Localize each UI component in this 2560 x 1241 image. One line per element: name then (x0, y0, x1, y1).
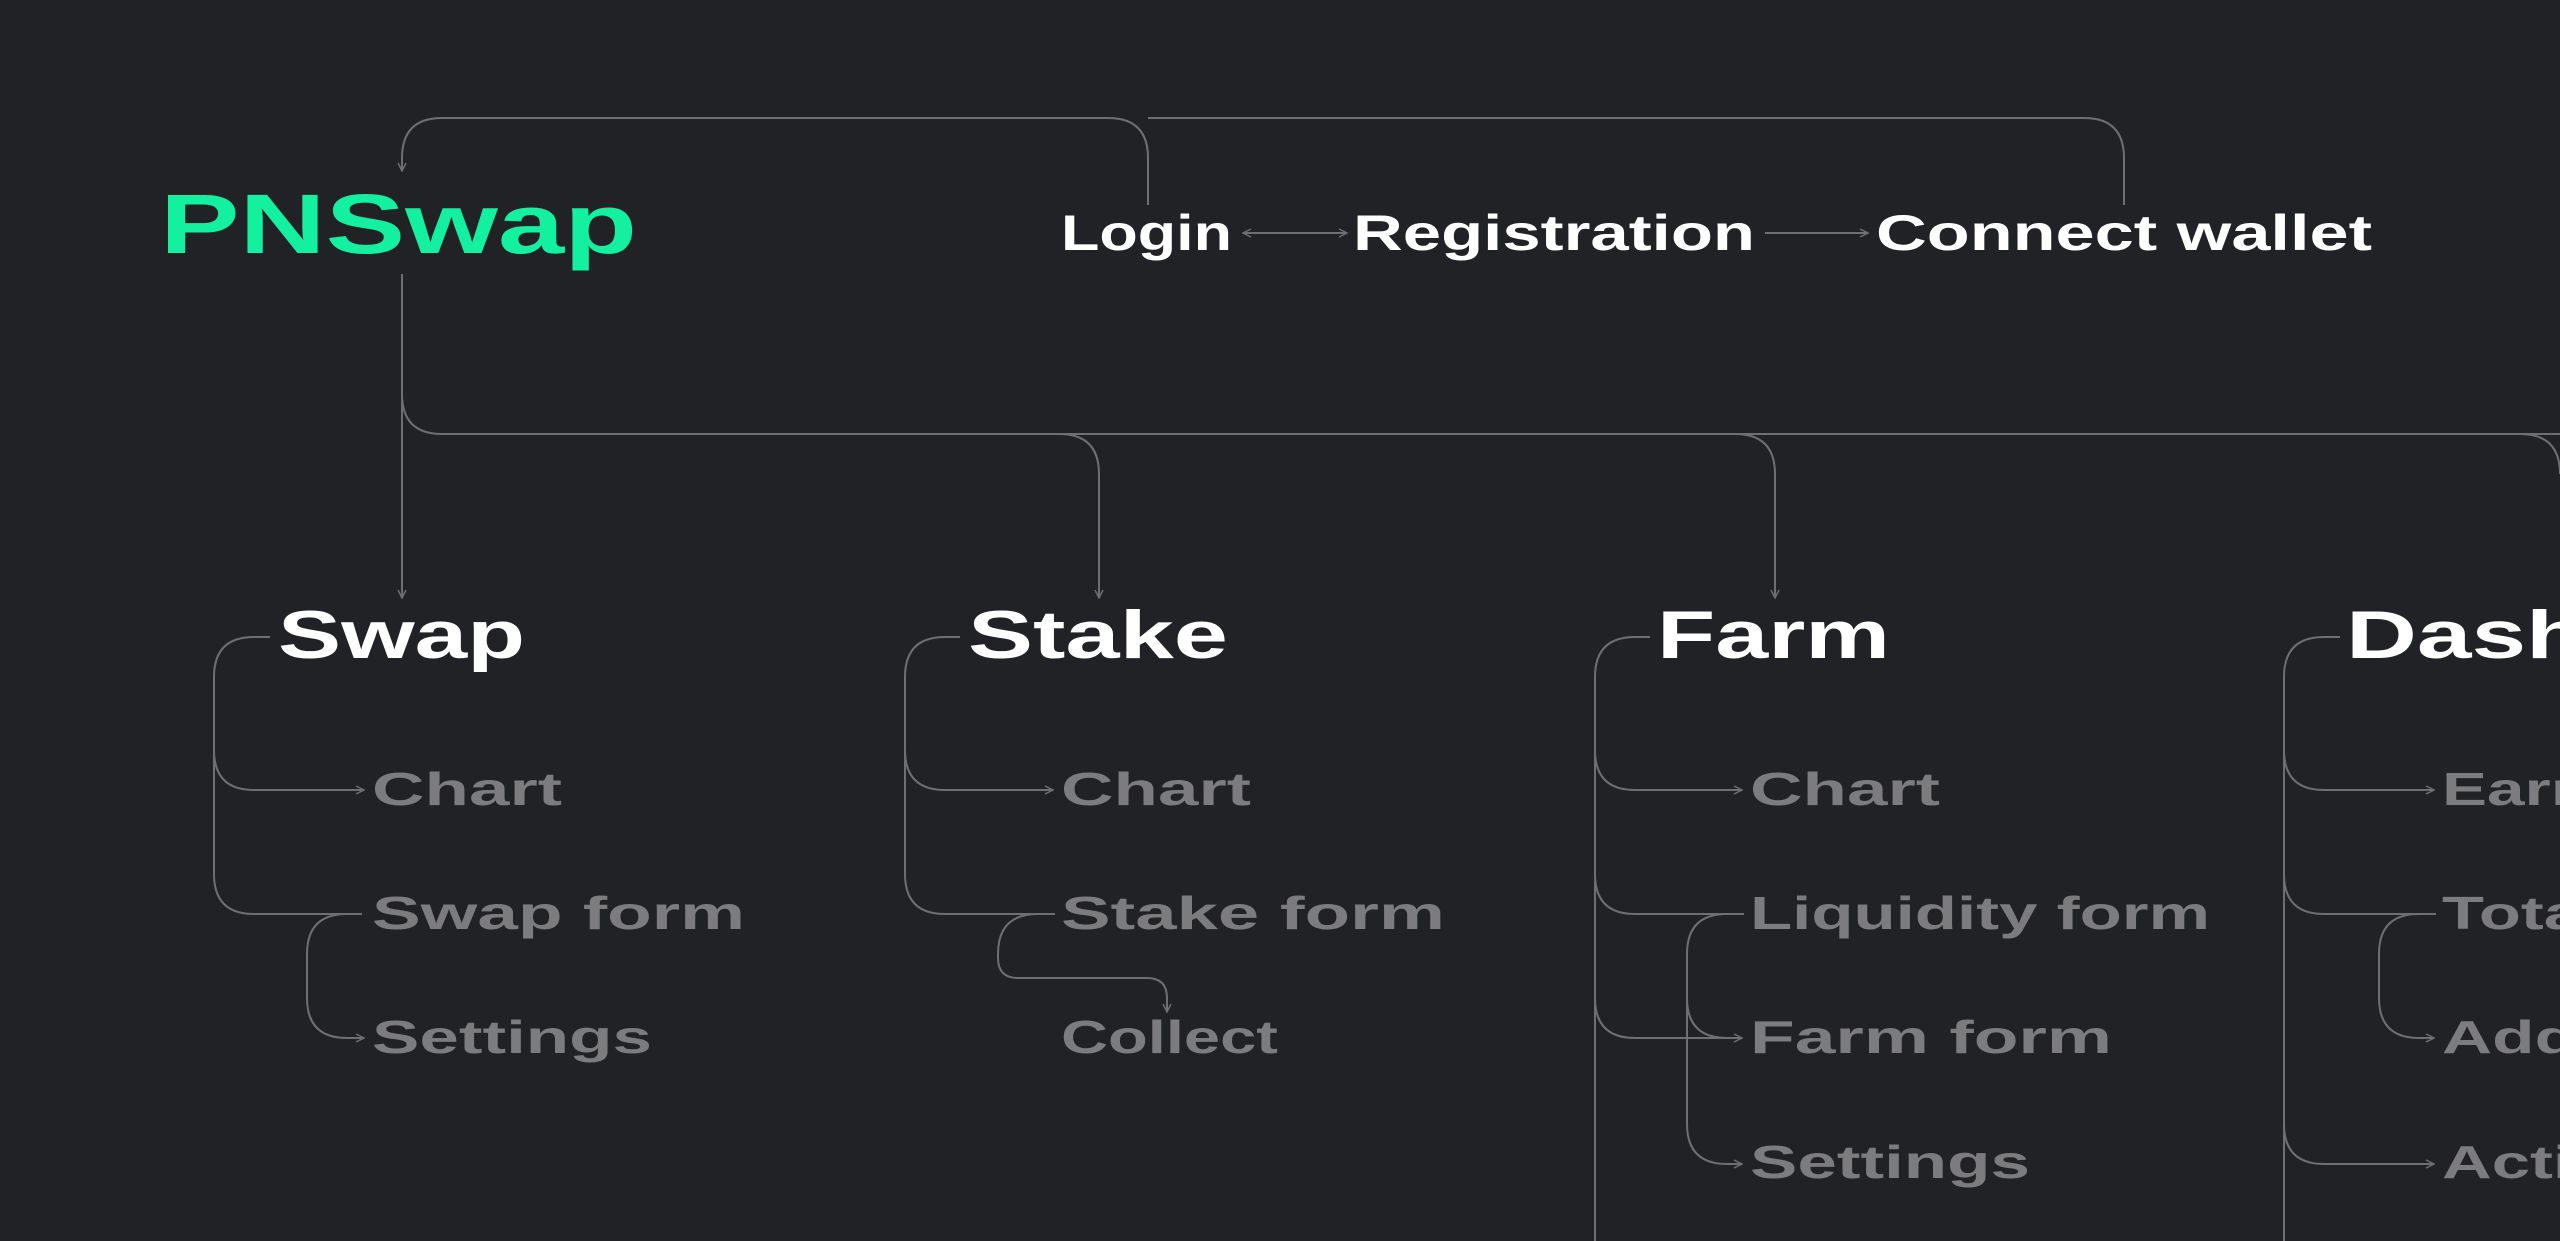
connector-to-dash (2519, 433, 2560, 475)
section-stake[interactable]: Stake (968, 597, 1228, 673)
farm-item-settings[interactable]: Settings (1750, 1136, 2030, 1188)
farm-item-liquidity-form[interactable]: Liquidity form (1750, 887, 2210, 939)
dash-item-add[interactable]: Add (2442, 1011, 2560, 1063)
dash-item-activity[interactable]: Acti (2442, 1136, 2560, 1188)
connectors (213, 117, 2560, 1241)
node-registration[interactable]: Registration (1353, 205, 1755, 261)
dash-item-total[interactable]: Tota (2442, 887, 2560, 939)
stake-item-collect[interactable]: Collect (1061, 1011, 1278, 1063)
connector-logo-trunk (401, 274, 2560, 435)
farm-item-farm-form[interactable]: Farm form (1750, 1011, 2112, 1063)
swap-item-swap-form[interactable]: Swap form (372, 887, 745, 939)
swap-item-settings[interactable]: Settings (372, 1011, 652, 1063)
connector-wallet-to-logo (1148, 117, 2125, 205)
swap-item-chart[interactable]: Chart (372, 763, 562, 815)
section-swap[interactable]: Swap (278, 597, 525, 673)
connector-login-to-logo (402, 117, 1149, 205)
connector-to-farm (1734, 433, 1775, 598)
connector-to-stake (1058, 433, 1099, 598)
node-login[interactable]: Login (1061, 205, 1232, 261)
section-farm[interactable]: Farm (1657, 597, 1890, 673)
node-connect-wallet[interactable]: Connect wallet (1876, 205, 2372, 261)
farm-item-chart[interactable]: Chart (1750, 763, 1940, 815)
stake-item-chart[interactable]: Chart (1061, 763, 1251, 815)
dash-item-earn[interactable]: Earn (2442, 763, 2560, 815)
section-dash[interactable]: Dash (2346, 597, 2560, 673)
logo[interactable]: PNSwap (160, 177, 637, 271)
stake-item-stake-form[interactable]: Stake form (1061, 887, 1445, 939)
